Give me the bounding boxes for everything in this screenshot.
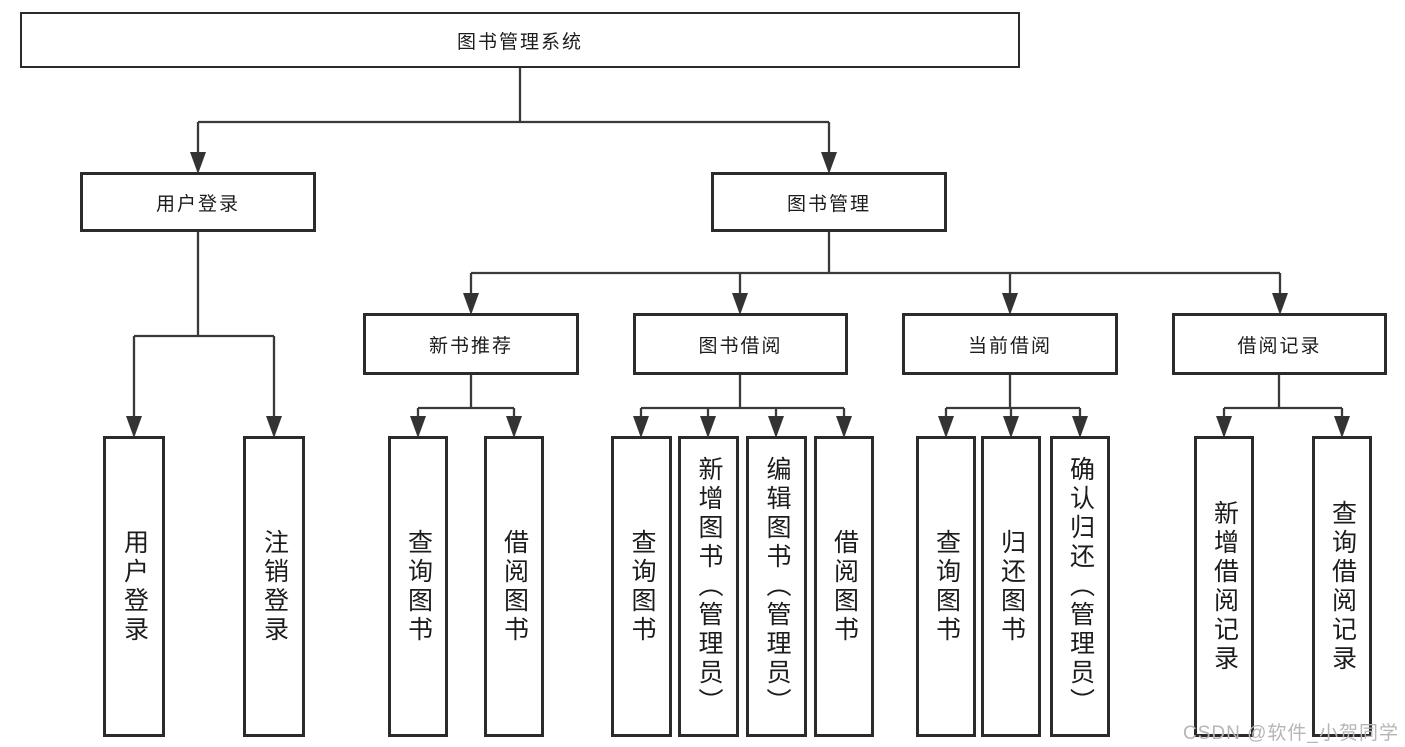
leaf-label: 新增借阅记录 (1210, 499, 1239, 674)
leaf-return-books: 归还图书 (981, 436, 1041, 737)
leaf-label: 确认归还（管理员） (1066, 456, 1095, 717)
node-label: 新书推荐 (428, 335, 513, 357)
leaf-label: 借阅图书 (500, 528, 529, 645)
leaf-label: 新增图书（管理员） (695, 456, 723, 717)
node-label: 图书管理 (786, 193, 871, 215)
leaf-label: 归还图书 (997, 528, 1026, 645)
leaf-logout: 注销登录 (243, 436, 305, 737)
node-label: 当前借阅 (967, 335, 1052, 357)
node-label: 借阅记录 (1237, 335, 1322, 357)
node-label: 用户登录 (155, 193, 240, 215)
leaf-label: 查询图书 (932, 528, 961, 645)
leaf-query-borrow-record: 查询借阅记录 (1312, 436, 1372, 737)
node-current-borrowing: 当前借阅 (902, 313, 1118, 375)
leaf-label: 借阅图书 (830, 528, 859, 645)
leaf-label: 查询图书 (628, 528, 656, 645)
leaf-add-borrow-record: 新增借阅记录 (1194, 436, 1254, 737)
node-borrow-records: 借阅记录 (1172, 313, 1387, 375)
leaf-label: 查询图书 (404, 528, 433, 645)
arrowheads (126, 152, 1350, 438)
node-root-system: 图书管理系统 (20, 12, 1020, 68)
leaf-confirm-return-admin: 确认归还（管理员） (1050, 436, 1110, 737)
node-book-borrowing: 图书借阅 (633, 313, 848, 375)
leaf-label: 注销登录 (260, 528, 289, 645)
leaf-user-login: 用户登录 (103, 436, 165, 737)
leaf-query-books-recommend: 查询图书 (388, 436, 448, 737)
node-new-book-recommend: 新书推荐 (363, 313, 579, 375)
leaf-borrow-books: 借阅图书 (814, 436, 874, 737)
leaf-label: 编辑图书（管理员） (763, 456, 791, 717)
node-book-management-module: 图书管理 (711, 172, 947, 232)
leaf-query-books-current: 查询图书 (916, 436, 976, 737)
leaf-label: 查询借阅记录 (1328, 499, 1357, 674)
leaf-label: 用户登录 (120, 528, 149, 645)
node-label: 图书借阅 (698, 335, 783, 357)
node-label: 图书管理系统 (456, 31, 583, 53)
leaf-borrow-books-recommend: 借阅图书 (484, 436, 544, 737)
node-user-login-module: 用户登录 (80, 172, 316, 232)
leaf-query-books-borrowing: 查询图书 (611, 436, 672, 737)
csdn-watermark: CSDN @软件_小贺同学 (1183, 723, 1399, 744)
leaf-add-books-admin: 新增图书（管理员） (678, 436, 739, 737)
leaf-edit-books-admin: 编辑图书（管理员） (746, 436, 807, 737)
